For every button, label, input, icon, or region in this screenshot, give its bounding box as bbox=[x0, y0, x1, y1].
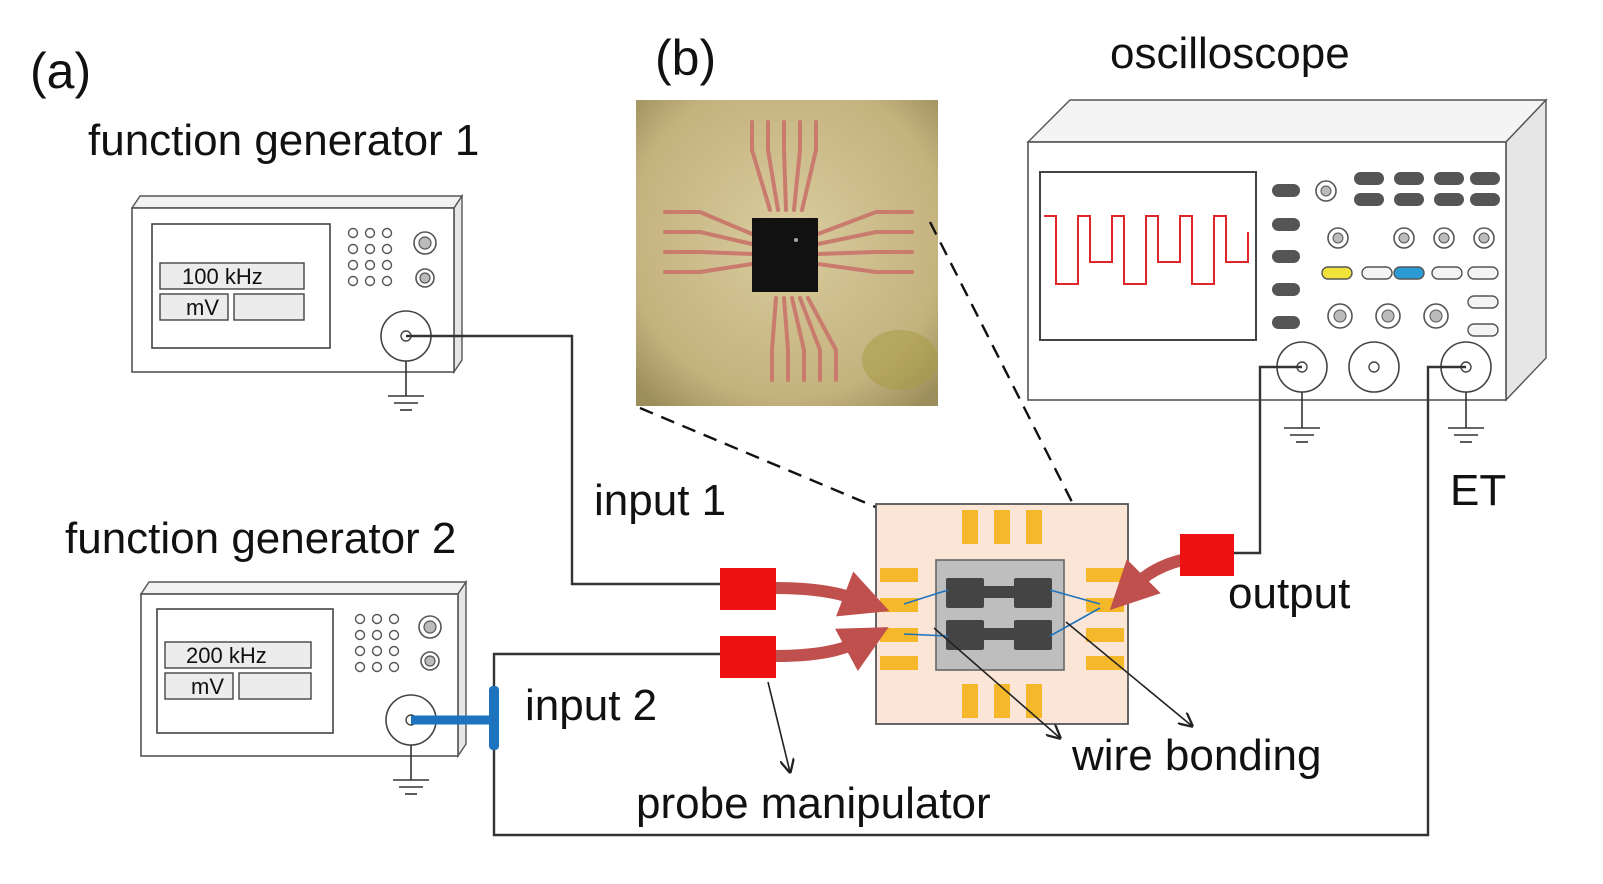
die-area bbox=[935, 559, 1065, 671]
scope-input-connector-2[interactable] bbox=[1348, 341, 1400, 393]
label-wire-bonding: wire bonding bbox=[1071, 731, 1322, 780]
probe-input-2[interactable] bbox=[720, 636, 776, 678]
scope-waveform bbox=[1044, 215, 1249, 285]
board-photo bbox=[636, 100, 938, 406]
label-output: output bbox=[1228, 569, 1350, 618]
pointer-arrows bbox=[767, 621, 1192, 772]
scope-screen bbox=[1039, 171, 1257, 341]
label-input-2: input 2 bbox=[525, 681, 657, 730]
scope-ground-icon-1 bbox=[1284, 392, 1320, 443]
scope-ground-icon-2 bbox=[1448, 392, 1484, 443]
fg2-knob-2[interactable] bbox=[420, 651, 440, 671]
bond-wires bbox=[903, 589, 1101, 637]
fg1-knob-2[interactable] bbox=[415, 268, 435, 288]
fg1-unit: mV bbox=[186, 295, 219, 320]
probe-input-1[interactable] bbox=[720, 568, 776, 610]
fg1-title: function generator 1 bbox=[88, 116, 479, 165]
label-et: ET bbox=[1450, 466, 1506, 515]
board-traces bbox=[663, 120, 914, 382]
label-input-1: input 1 bbox=[594, 476, 726, 525]
fg2-keypad[interactable] bbox=[354, 613, 400, 673]
fg1-keypad[interactable] bbox=[347, 227, 393, 287]
scope-top-buttons[interactable] bbox=[1354, 172, 1500, 206]
probe-arrows bbox=[770, 554, 1188, 672]
panel-label-a: (a) bbox=[30, 43, 91, 99]
fg2-blue-connector bbox=[411, 686, 499, 750]
fg2-screen bbox=[156, 608, 334, 734]
oscilloscope bbox=[1026, 98, 1548, 443]
zoom-lines bbox=[639, 221, 1074, 510]
label-probe-manipulator: probe manipulator bbox=[636, 779, 991, 828]
panel-label-b: (b) bbox=[655, 30, 716, 86]
chip-schematic bbox=[875, 503, 1129, 725]
devices bbox=[946, 578, 1052, 650]
scope-knobs[interactable] bbox=[1315, 180, 1495, 329]
function-generator-2: 200 kHz mV bbox=[139, 579, 468, 795]
scope-channel-buttons[interactable] bbox=[1321, 266, 1499, 337]
scope-title: oscilloscope bbox=[1110, 29, 1350, 78]
probe-output[interactable] bbox=[1180, 534, 1234, 576]
fg2-frequency: 200 kHz bbox=[186, 643, 267, 668]
fg2-unit: mV bbox=[191, 674, 224, 699]
fg2-knob-1[interactable] bbox=[418, 615, 442, 639]
fg1-knob-1[interactable] bbox=[413, 231, 437, 255]
fg2-ground-icon bbox=[393, 745, 429, 795]
board-chip bbox=[752, 218, 818, 292]
function-generator-1: 100 kHz mV bbox=[130, 193, 464, 411]
fg2-title: function generator 2 bbox=[65, 514, 456, 563]
fg1-frequency: 100 kHz bbox=[182, 264, 263, 289]
scope-side-buttons[interactable] bbox=[1272, 184, 1300, 329]
fg1-ground-icon bbox=[388, 361, 424, 411]
